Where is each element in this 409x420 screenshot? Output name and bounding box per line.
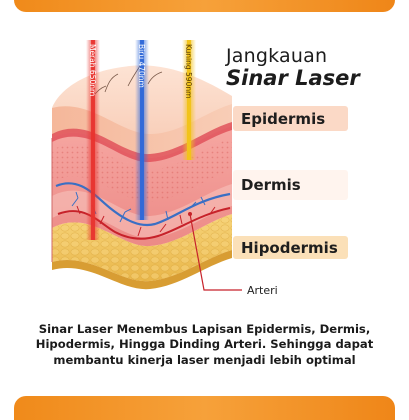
title-line-2: Sinar Laser — [226, 66, 360, 91]
diagram-title: Jangkauan Sinar Laser — [226, 45, 396, 91]
blue-laser-label: Biru 470nm — [137, 44, 146, 88]
caption-line-1: Sinar Laser Menembus Lapisan Epidermis, … — [38, 322, 371, 336]
caption-text: Sinar Laser Menembus Lapisan Epidermis, … — [20, 322, 389, 368]
bottom-orange-band — [14, 396, 395, 420]
epidermis-label: Epidermis — [233, 106, 348, 131]
caption-line-3: membantu kinerja laser menjadi lebih opt… — [53, 352, 356, 367]
top-orange-band — [14, 0, 395, 12]
infographic: Merah 650nm Biru 470nm Kuning 590nm Jang… — [14, 0, 396, 420]
caption-line-2: Hipodermis, Hingga Dinding Arteri. Sehin… — [35, 337, 374, 352]
arteri-label: Arteri — [247, 284, 278, 297]
skin-diagram: Merah 650nm Biru 470nm Kuning 590nm — [51, 40, 242, 291]
red-laser-label: Merah 650nm — [88, 44, 97, 96]
laser-beams — [86, 40, 196, 240]
arteri-callout-line — [189, 213, 242, 291]
yellow-laser-label: Kuning 590nm — [184, 44, 193, 98]
dermis-label: Dermis — [233, 170, 348, 200]
hipodermis-label: Hipodermis — [233, 236, 348, 259]
title-line-1: Jangkauan — [226, 45, 328, 67]
